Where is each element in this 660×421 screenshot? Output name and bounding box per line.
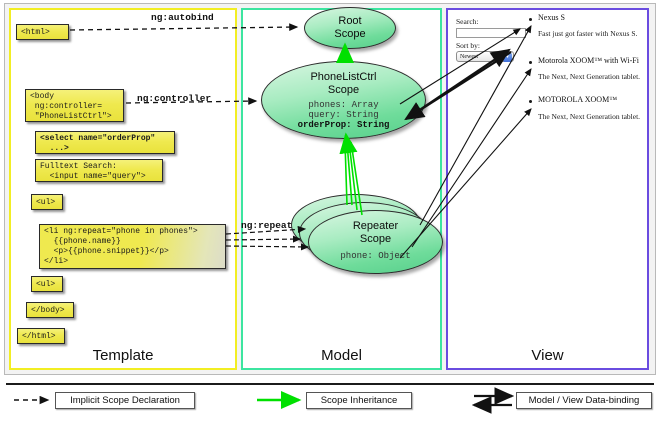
connector-label-repeat: ng:repeat [241, 220, 293, 231]
phonelist-scope-title-1: PhoneListCtrl [310, 71, 377, 83]
phonelistctrl-scope-ellipse: PhoneListCtrl Scope phones: Array query:… [261, 61, 426, 139]
list-bullet [529, 61, 532, 64]
code-box-select-tag: <select name="orderProp" ...> [35, 131, 175, 154]
root-scope-ellipse: Root Scope [304, 7, 396, 49]
repeater-scope-prop-phone: phone: Object [340, 251, 411, 261]
diagram-frame: Template Model View <html> <body ng:cont… [4, 3, 656, 375]
list-bullet [529, 100, 532, 103]
repeater-scope-title-1: Repeater [352, 220, 399, 232]
view-search-input[interactable] [456, 28, 526, 38]
root-scope-title-2: Scope [334, 28, 366, 40]
repeater-scope-ellipse: Repeater Scope phone: Object [308, 210, 443, 274]
list-bullet [529, 18, 532, 21]
phonelist-scope-title-2: Scope [327, 84, 360, 96]
column-label-template: Template [92, 347, 154, 364]
code-box-html-open: <html> [16, 24, 69, 40]
phonelist-scope-prop-phones: phones: Array [308, 100, 379, 110]
phone-snippet: The Next, Next Generation tablet. [538, 72, 641, 81]
code-box-body-close: </body> [26, 302, 74, 318]
phone-snippet: The Next, Next Generation tablet. [538, 112, 641, 121]
view-search-label: Search: [456, 17, 479, 26]
phone-snippet: Fast just got faster with Nexus S. [538, 29, 638, 38]
phonelist-scope-prop-orderprop: orderProp: String [297, 120, 390, 130]
root-scope-title-1: Root [338, 15, 362, 27]
view-sort-select[interactable]: Newest ▾ [456, 51, 514, 62]
code-box-html-close: </html> [17, 328, 65, 344]
legend-divider [6, 383, 654, 385]
legend-item-model-view-databinding: Model / View Data-binding [516, 392, 652, 409]
column-label-view: View [531, 347, 564, 364]
code-box-ul-open: <ul> [31, 194, 63, 210]
connector-label-controller: ng:controller [137, 93, 212, 104]
view-sort-select-value: Newest [460, 54, 478, 60]
connector-label-autobind: ng:autobind [151, 12, 214, 23]
code-box-ul-close: <ul> [31, 276, 63, 292]
chevron-down-icon: ▾ [503, 53, 512, 62]
view-sort-label: Sort by: [456, 41, 480, 50]
code-box-body-open: <body ng:controller= "PhoneListCtrl"> [25, 89, 124, 122]
phone-name: Nexus S [538, 13, 565, 22]
phonelist-scope-prop-query: query: String [308, 110, 379, 120]
code-box-search-input: Fulltext Search: <input name="query"> [35, 159, 163, 182]
column-label-model: Model [321, 347, 362, 364]
legend-item-scope-inheritance: Scope Inheritance [306, 392, 412, 409]
legend-item-implicit-scope-declaration: Implicit Scope Declaration [55, 392, 195, 409]
repeater-scope-title-2: Scope [359, 233, 392, 245]
phone-name: MOTOROLA XOOM™ [538, 95, 618, 104]
code-box-li-repeat: <li ng:repeat="phone in phones"> {{phone… [39, 224, 226, 269]
phone-name: Motorola XOOM™ with Wi-Fi [538, 56, 639, 65]
